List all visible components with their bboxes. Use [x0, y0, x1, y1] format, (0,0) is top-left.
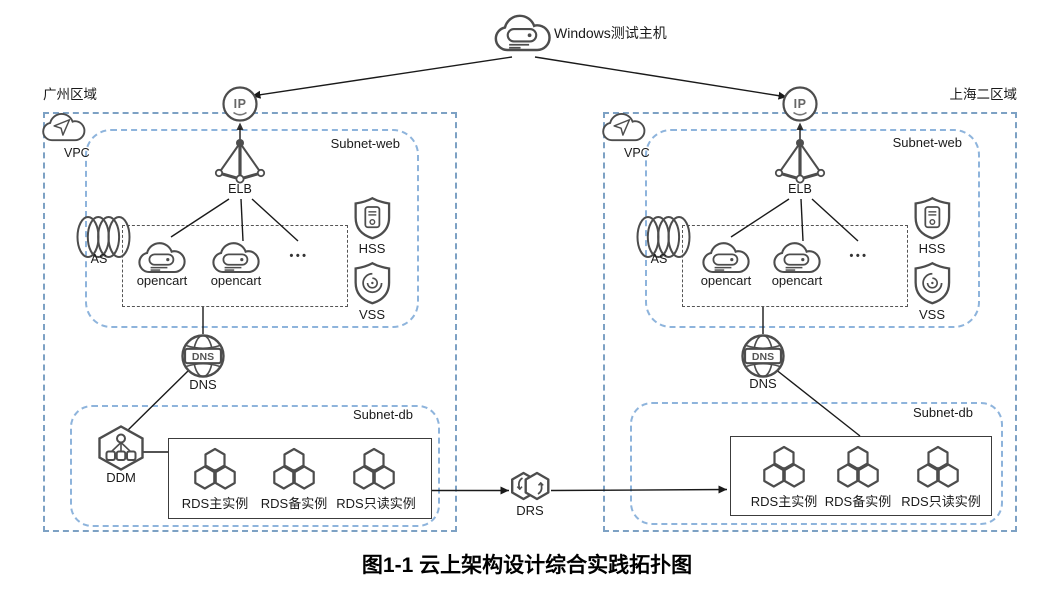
subnet-web-label-right: Subnet-web: [892, 135, 962, 150]
rds-standby-icon-right: [837, 445, 879, 488]
subnet-db-box-left: [70, 405, 440, 527]
dns-label-left: DNS: [189, 377, 217, 392]
vss-label-right: VSS: [918, 307, 946, 322]
vss-icon-right: [916, 263, 949, 303]
figure-caption: 图1-1 云上架构设计综合实践拓扑图: [361, 554, 693, 577]
vss-label-left: VSS: [358, 307, 386, 322]
elb-icon-right: [774, 137, 826, 185]
ecs-group-box-left: [122, 225, 348, 307]
eip-icon-text-right: IP: [794, 97, 807, 111]
connector-lines: [126, 56, 861, 495]
rds-primary-icon-left: [194, 447, 236, 490]
vpc-icon-right: [603, 114, 644, 140]
ecs-icon-right-1: [703, 243, 748, 272]
ddm-icon-left: [98, 425, 144, 471]
rds-readonly-icon-right: [917, 445, 959, 488]
region-name-guangzhou: 广州区域: [43, 87, 97, 102]
ecs-icon-right-2: [774, 243, 819, 272]
vss-icon-left: [356, 263, 389, 303]
hss-label-left: HSS: [358, 241, 386, 256]
ddm-label-left: DDM: [106, 470, 136, 485]
subnet-db-label-left: Subnet-db: [353, 407, 413, 422]
ecs-icon-left-2: [213, 243, 258, 272]
as-icon-right: [636, 216, 691, 258]
subnet-web-label-left: Subnet-web: [330, 136, 400, 151]
as-label-left: AS: [90, 252, 108, 266]
as-label-right: AS: [650, 252, 668, 266]
eip-icon-text-left: IP: [234, 97, 247, 111]
more-instances-dots-left: •••: [289, 250, 309, 262]
subnet-db-label-right: Subnet-db: [913, 405, 973, 420]
as-icon-left: [76, 216, 131, 258]
elb-icon-left: [214, 137, 266, 185]
rds-readonly-icon-left: [353, 447, 395, 490]
rds-primary-icon-right: [763, 445, 805, 488]
hss-label-right: HSS: [918, 241, 946, 256]
elb-label-right: ELB: [788, 182, 812, 196]
subnet-web-box-left: [85, 129, 419, 328]
rds-standby-label-left: RDS备实例: [260, 496, 328, 511]
vpc-label-right: VPC: [624, 146, 650, 160]
test-host-label: Windows测试主机: [554, 25, 667, 41]
rds-standby-icon-left: [273, 447, 315, 490]
rds-readonly-label-left: RDS只读实例: [336, 496, 416, 511]
region-name-shanghai: 上海二区域: [949, 87, 1018, 102]
rds-primary-label-left: RDS主实例: [181, 496, 249, 511]
ecs-label-right-1: opencart: [700, 273, 752, 288]
dns-icon-text-right: DNS: [752, 351, 774, 363]
hss-icon-right: [916, 198, 949, 238]
drs-label: DRS: [516, 503, 544, 518]
more-instances-dots-right: •••: [849, 250, 869, 262]
vpc-label-left: VPC: [64, 146, 90, 160]
subnet-db-box-right: [630, 402, 1003, 525]
ecs-label-left-1: opencart: [136, 273, 188, 288]
subnet-web-box-right: [645, 129, 980, 328]
ecs-icon-left-1: [139, 243, 184, 272]
rds-standby-label-right: RDS备实例: [824, 494, 892, 509]
ecs-label-left-2: opencart: [210, 273, 262, 288]
dns-icon-text-left: DNS: [192, 351, 214, 363]
drs-icon: [511, 471, 550, 501]
ecs-label-right-2: opencart: [771, 273, 823, 288]
vpc-icon-left: [43, 114, 84, 140]
dns-label-right: DNS: [749, 376, 777, 391]
windows-test-host-icon: [496, 16, 550, 50]
hss-icon-left: [356, 198, 389, 238]
rds-primary-label-right: RDS主实例: [750, 494, 818, 509]
elb-label-left: ELB: [228, 182, 252, 196]
ecs-group-box-right: [682, 225, 908, 307]
rds-readonly-label-right: RDS只读实例: [901, 494, 981, 509]
